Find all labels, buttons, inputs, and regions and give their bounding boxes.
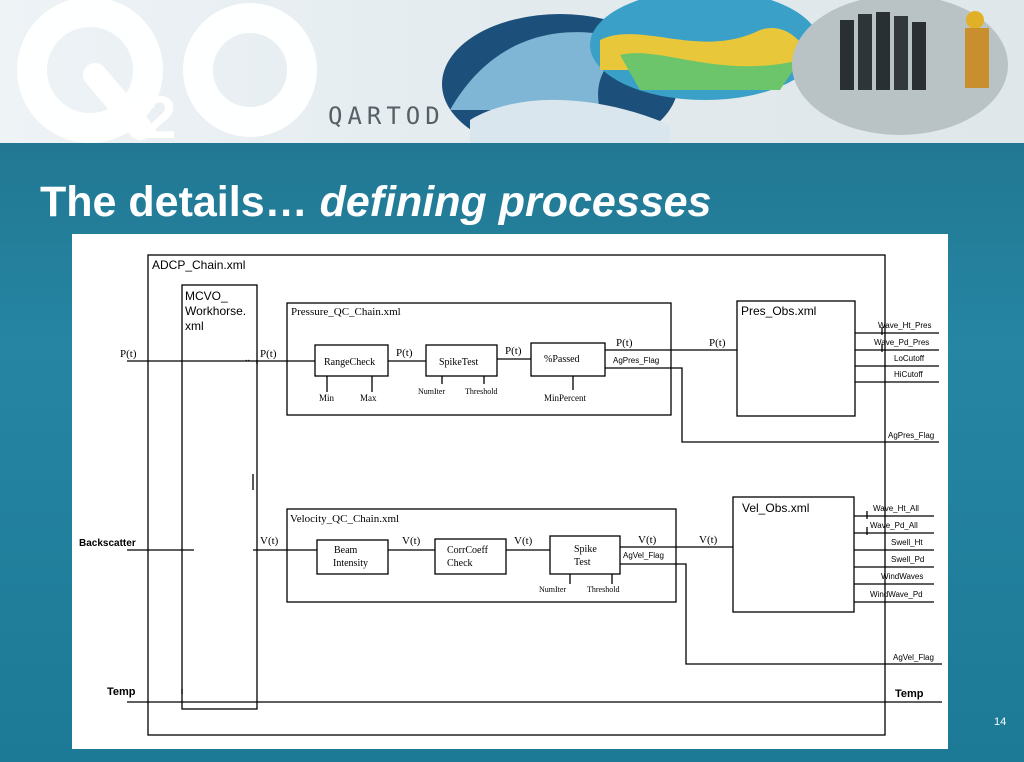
vt-label-3: V(t): [514, 535, 533, 547]
instrument-photo: [792, 0, 1008, 135]
pressure-chain-title: Pressure_QC_Chain.xml: [291, 306, 401, 318]
beam-label-2: Intensity: [333, 558, 368, 569]
pt-chain-lines: [388, 349, 737, 362]
adcp-chain-box: [147, 254, 886, 736]
agvel-flag-line: [620, 563, 942, 665]
spiketest-label: SpikeTest: [439, 357, 479, 368]
mcvo-box: [181, 284, 258, 710]
vel-obs-title: Vel_Obs.xml: [742, 501, 809, 515]
mcvo-label-line1: MCVO_: [185, 289, 228, 303]
sst-map-photo: [590, 0, 820, 100]
q2o-logo: 2: [17, 0, 317, 143]
param-min: Min: [319, 393, 335, 403]
beam-label-1: Beam: [334, 545, 358, 556]
input-backscatter-label: Backscatter: [79, 538, 136, 549]
mcvo-label-line2: Workhorse.: [185, 304, 246, 318]
agpres-flag-out-label: AgPres_Flag: [888, 431, 934, 440]
title-plain: The details…: [40, 178, 308, 226]
param-threshold-v: Threshold: [587, 585, 619, 594]
corr-label-1: CorrCoeff: [447, 545, 489, 556]
vel-spike-block: [549, 535, 621, 575]
vel-obs-output-lines: [854, 515, 934, 603]
header-banner: 2 QARTOD --> OGC: [0, 0, 1024, 143]
pt-mcvo-label: P(t): [260, 348, 277, 360]
vspike-label-2: Test: [574, 557, 591, 568]
vel-out-0: Wave_Ht_All: [873, 504, 919, 513]
param-threshold-p: Threshold: [465, 387, 497, 396]
beam-intensity-block: [316, 539, 389, 575]
param-numiter-v: NumIter: [539, 585, 566, 594]
param-max: Max: [360, 393, 377, 403]
vt-mcvo-label: V(t): [260, 535, 279, 547]
slide-title: The details… defining processes: [40, 176, 711, 228]
corr-label-2: Check: [447, 558, 473, 569]
pt-label-2: P(t): [396, 347, 413, 359]
corrcoeff-block: [434, 538, 507, 575]
ellipsis-p: ..: [245, 353, 250, 364]
title-italic: defining processes: [319, 178, 712, 226]
pres-out-2: LoCutoff: [894, 354, 925, 363]
pres-out-0: Wave_Ht_Pres: [878, 321, 932, 330]
pres-obs-title: Pres_Obs.xml: [741, 304, 816, 318]
pressure-param-ticks: [326, 376, 574, 392]
temp-out-label: Temp: [895, 688, 924, 700]
param-numiter-p: NumIter: [418, 387, 445, 396]
vt-chain-lines: [253, 546, 733, 551]
vspike-label-1: Spike: [574, 544, 597, 555]
adcp-chain-label: ADCP_Chain.xml: [152, 258, 245, 272]
input-temp-label: Temp: [107, 686, 136, 698]
agvel-flag-chain-label: AgVel_Flag: [623, 551, 664, 560]
pt-label-5: P(t): [709, 337, 726, 349]
pres-obs-output-lines: [855, 332, 939, 383]
vel-out-3: Swell_Pd: [891, 555, 924, 564]
pt-label-3: P(t): [505, 345, 522, 357]
vel-out-2: Swell_Ht: [891, 538, 923, 547]
process-diagram: ADCP_Chain.xml MCVO_ Workhorse. xml Pres…: [72, 234, 948, 749]
logo-subscript: 2: [143, 84, 176, 143]
rangecheck-label: RangeCheck: [324, 357, 375, 368]
agpres-flag-chain-label: AgPres_Flag: [613, 356, 659, 365]
input-pt-label: P(t): [120, 348, 137, 360]
diagram-canvas: ADCP_Chain.xml MCVO_ Workhorse. xml Pres…: [79, 254, 942, 736]
vt-label-2: V(t): [402, 535, 421, 547]
agpres-flag-line: [605, 367, 939, 443]
vt-label-4: V(t): [638, 534, 657, 546]
pres-out-3: HiCutoff: [894, 370, 924, 379]
pres-out-1: Wave_Pd_Pres: [874, 338, 929, 347]
page-number: 14: [994, 716, 1007, 728]
agvel-flag-out-label: AgVel_Flag: [893, 653, 934, 662]
velocity-param-ticks: [569, 574, 613, 584]
pres-obs-box: [736, 300, 856, 417]
vt-label-5: V(t): [699, 534, 718, 546]
param-minpercent: MinPercent: [544, 393, 586, 403]
pt-label-4: P(t): [616, 337, 633, 349]
vel-obs-box: [732, 496, 855, 613]
velocity-chain-box: [286, 508, 677, 603]
pressure-chain-box: [286, 302, 672, 416]
vel-out-4: WindWaves: [881, 572, 923, 581]
mcvo-stubs: [252, 360, 258, 490]
percent-passed-label: %Passed: [544, 354, 580, 365]
header-graphic: 2 QARTOD --> OGC: [17, 0, 1008, 143]
mcvo-label-line3: xml: [185, 319, 204, 333]
velocity-chain-title: Velocity_QC_Chain.xml: [290, 513, 399, 525]
vel-out-5: WindWave_Pd: [870, 590, 923, 599]
vel-out-1: Wave_Pd_All: [870, 521, 918, 530]
